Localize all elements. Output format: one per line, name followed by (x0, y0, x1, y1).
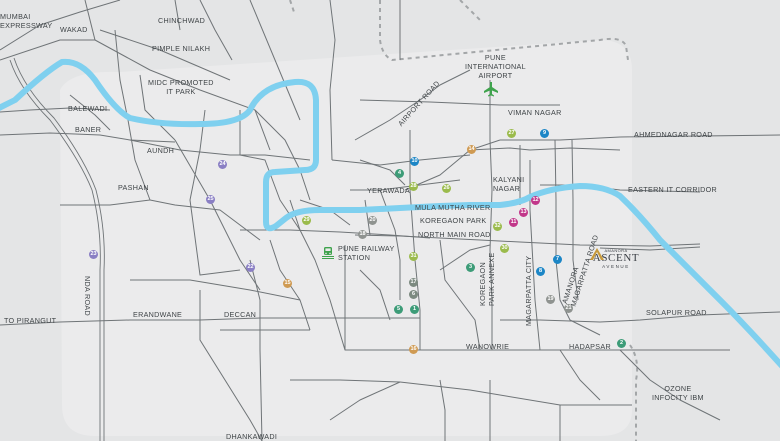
marker-21[interactable]: 21 (564, 304, 573, 313)
marker-12[interactable]: 12 (531, 196, 540, 205)
marker-26[interactable]: 26 (442, 184, 451, 193)
label-koregaon-park-annexe: KOREGAON PARK ANNEXE (478, 252, 496, 307)
city-zone (60, 40, 632, 436)
marker-17[interactable]: 17 (409, 278, 418, 287)
label-viman-nagar: VIMAN NAGAR (508, 108, 562, 117)
river (0, 58, 780, 369)
marker-3[interactable]: 3 (466, 263, 475, 272)
label-baner: BANER (75, 125, 102, 134)
label-pimple-nilakh: PIMPLE NILAKH (152, 44, 211, 53)
marker-6[interactable]: 6 (409, 290, 418, 299)
label-yerawada: YERAWADA (367, 186, 411, 195)
label-pune-international-airport: PUNE INTERNATIONAL AIRPORT (465, 53, 526, 80)
train-icon (322, 247, 334, 259)
label-magarpatta-city: MAGARPATTA CITY (524, 255, 533, 326)
label-chinchwad: CHINCHWAD (158, 16, 206, 25)
marker-15[interactable]: 15 (283, 279, 292, 288)
label-kalyani-nagar: KALYANI NAGAR (493, 175, 525, 193)
logo-brand: AMANORA (604, 248, 628, 253)
marker-13[interactable]: 13 (519, 208, 528, 217)
marker-9[interactable]: 9 (540, 129, 549, 138)
label-ahmednagar-road: AHMEDNAGAR ROAD (634, 130, 713, 139)
label-to-pirangut: TO PIRANGUT (4, 316, 57, 325)
label-eastern-it-corridor: EASTERN IT CORRIDOR (628, 185, 718, 194)
marker-31[interactable]: 31 (409, 252, 418, 261)
label-aundh: AUNDH (147, 146, 175, 155)
marker-14[interactable]: 14 (467, 145, 476, 154)
label-midc-promoted-it-park: MIDC PROMOTED IT PARK (148, 78, 214, 96)
marker-2[interactable]: 2 (617, 339, 626, 348)
marker-23[interactable]: 23 (89, 250, 98, 259)
marker-25[interactable]: 25 (206, 195, 215, 204)
label-balewadi: BALEWADI (68, 104, 108, 113)
airplane-icon (484, 82, 498, 97)
project-logo[interactable]: AMANORA ASCENT AVENUE (590, 248, 642, 284)
label-dhankawadi: DHANKAWADI (226, 432, 278, 441)
marker-20[interactable]: 20 (368, 216, 377, 225)
marker-19[interactable]: 19 (546, 295, 555, 304)
label-solapur-road: SOLAPUR ROAD (646, 308, 707, 317)
label-nda-road: NDA ROAD (83, 276, 92, 316)
marker-11[interactable]: 11 (509, 218, 518, 227)
marker-30[interactable]: 30 (500, 244, 509, 253)
marker-27[interactable]: 27 (507, 129, 516, 138)
label-erandwane: ERANDWANE (133, 310, 183, 319)
marker-18[interactable]: 18 (358, 230, 367, 239)
label-pashan: PASHAN (118, 183, 149, 192)
marker-28[interactable]: 28 (409, 182, 418, 191)
marker-7[interactable]: 7 (553, 255, 562, 264)
marker-4[interactable]: 4 (395, 169, 404, 178)
label-ozone-infocity-ibm: OZONE INFOCITY IBM (652, 384, 704, 402)
marker-8[interactable]: 8 (536, 267, 545, 276)
label-north-main-road: NORTH MAIN ROAD (418, 230, 491, 239)
label-pune-railway-station: PUNE RAILWAY STATION (338, 244, 395, 262)
marker-32[interactable]: 32 (493, 222, 502, 231)
logo-mark-icon (590, 248, 604, 260)
label-koregaon-park: KOREGAON PARK (420, 216, 487, 225)
label-wanowrie: WANOWRIE (466, 342, 510, 351)
marker-10[interactable]: 10 (410, 157, 419, 166)
marker-16[interactable]: 16 (409, 345, 418, 354)
label-wakad: WAKAD (60, 25, 88, 34)
label-mumbai-expressway: MUMBAI EXPRESSWAY (0, 12, 53, 30)
city-boundary (289, 0, 639, 441)
marker-29[interactable]: 29 (302, 216, 311, 225)
marker-1[interactable]: 1 (410, 305, 419, 314)
marker-24[interactable]: 24 (218, 160, 227, 169)
marker-22[interactable]: 22 (246, 263, 255, 272)
logo-name: ASCENT (592, 252, 640, 264)
marker-5[interactable]: 5 (394, 305, 403, 314)
label-hadapsar: HADAPSAR (569, 342, 611, 351)
label-mula-mutha-river: MULA MUTHA RIVER (415, 203, 491, 212)
logo-sub: AVENUE (602, 264, 630, 269)
label-deccan: DECCAN (224, 310, 257, 319)
